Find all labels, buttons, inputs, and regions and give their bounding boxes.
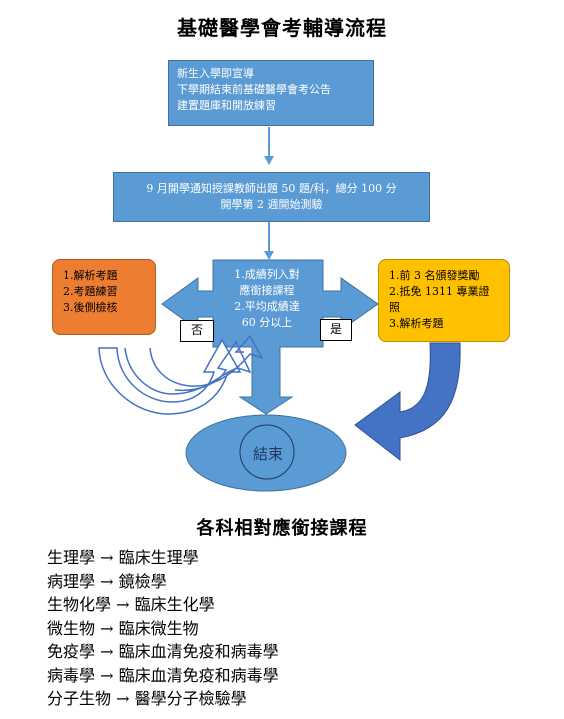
yes-label: 是 [320,319,352,341]
step-announcement-line: 下學期結束前基礎醫學會考公告 [177,83,331,96]
end-inner-circle [239,424,295,480]
fail-actions-box: 1.解析考題 2.考題練習 3.後側檢核 [52,259,156,335]
arrow-icon: → [100,618,114,638]
fail-action-item: 3.後側檢核 [63,301,118,314]
connector-arrowhead-1 [264,156,274,165]
mapping-row: 分子生物 → 醫學分子檢驗學 [47,687,279,711]
fail-action-item: 1.解析考題 [63,269,118,282]
arrow-icon: → [100,665,114,685]
mapping-to: 臨床血清免疫和病毒學 [118,665,279,685]
step-exam-line: 開學第 2 週開始測驗 [220,198,323,211]
arrow-icon: → [116,689,130,708]
page-title: 基礎醫學會考輔導流程 [177,16,387,40]
arrow-icon: → [100,571,114,591]
mapping-from: 分子生物 [47,689,112,708]
end-label: 結束 [252,445,283,463]
step-exam-box: 9 月開學通知授課教師出題 50 題/科，總分 100 分 開學第 2 週開始測… [113,172,430,222]
pass-action-item: 1.前 3 名頒發獎勵 [389,269,480,282]
mapping-to: 醫學分子檢驗學 [134,689,247,708]
step-exam-line: 9 月開學通知授課教師出題 50 題/科，總分 100 分 [146,182,397,195]
mapping-row: 免疫學 → 臨床血清免疫和病毒學 [47,640,279,664]
pass-action-item: 3.解析考題 [389,317,444,330]
mapping-from: 微生物 [47,618,96,638]
mapping-to: 臨床血清免疫和病毒學 [118,642,279,661]
mapping-from: 免疫學 [47,642,96,661]
arrow-icon: → [100,548,114,567]
mapping-from: 生理學 [47,548,96,567]
mapping-row: 生理學 → 臨床生理學 [47,546,279,570]
mapping-from: 生物化學 [47,595,112,614]
mapping-from: 病理學 [47,571,96,591]
retry-curved-arrow-mid [149,334,264,387]
mapping-to: 臨床生化學 [134,595,215,614]
connector-arrowhead-2 [264,251,274,260]
mapping-to: 臨床微生物 [118,618,199,638]
no-label: 否 [180,320,214,342]
mapping-from: 病毒學 [47,665,96,685]
step-announcement-line: 新生入學即宣導 [177,67,254,80]
decision-criteria-text: 1.成績列入對 應銜接課程 2.平均成績達 60 分以上 [212,267,322,331]
course-mapping-list: 生理學 → 臨床生理學 病理學 → 鏡檢學 生物化學 → 臨床生化學 微生物 →… [47,546,279,711]
mapping-row: 微生物 → 臨床微生物 [47,617,279,641]
section-subtitle: 各科相對應銜接課程 [196,518,368,539]
step-announcement-box: 新生入學即宣導 下學期結束前基礎醫學會考公告 建置題庫和開放練習 [168,60,374,126]
end-ellipse [185,414,347,492]
decision-line: 60 分以上 [241,316,293,329]
pass-curved-arrow [354,342,461,462]
mapping-row: 生物化學 → 臨床生化學 [47,593,279,617]
arrow-icon: → [116,595,130,614]
mapping-row: 病理學 → 鏡檢學 [47,570,279,594]
pass-actions-box: 1.前 3 名頒發獎勵 2.抵免 1311 專業證照 3.解析考題 [378,259,510,342]
arrow-icon: → [100,642,114,661]
retry-curved-arrow-outer [98,338,242,415]
decision-line: 1.成績列入對 [234,268,300,281]
mapping-to: 鏡檢學 [118,571,167,591]
mapping-to: 臨床生理學 [118,548,199,567]
decision-line: 應銜接課程 [239,284,295,297]
step-announcement-line: 建置題庫和開放練習 [177,99,276,112]
decision-line: 2.平均成績達 [234,300,300,313]
mapping-row: 病毒學 → 臨床血清免疫和病毒學 [47,664,279,688]
pass-action-item: 2.抵免 1311 專業證照 [389,285,490,314]
fail-action-item: 2.考題練習 [63,285,118,298]
